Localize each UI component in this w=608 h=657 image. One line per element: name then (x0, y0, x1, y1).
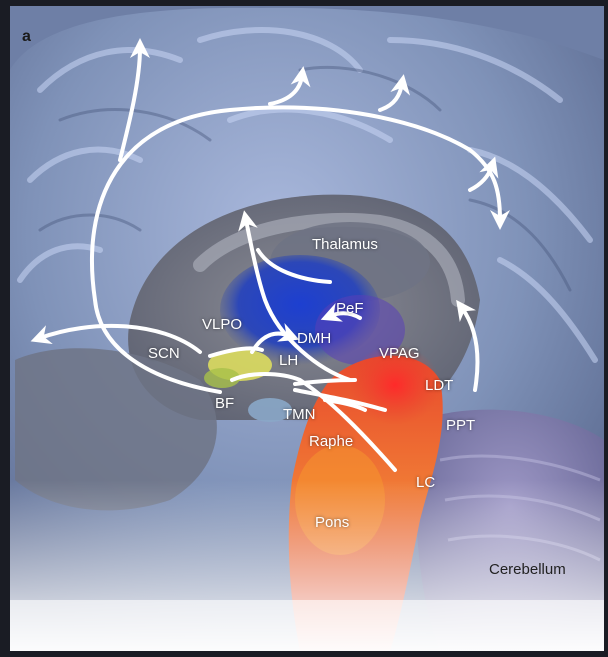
label-pons: Pons (315, 514, 349, 531)
label-lc: LC (416, 474, 435, 491)
panel-label: a (22, 28, 31, 46)
label-raphe: Raphe (309, 433, 353, 450)
label-ldt: LDT (425, 377, 453, 394)
label-ppt: PPT (446, 417, 475, 434)
label-vlpo: VLPO (202, 316, 242, 333)
label-scn: SCN (148, 345, 180, 362)
label-pef: PeF (336, 300, 364, 317)
label-bf: BF (215, 395, 234, 412)
label-tmn: TMN (283, 406, 316, 423)
label-lh: LH (279, 352, 298, 369)
label-cerebellum: Cerebellum (489, 561, 566, 578)
label-vpag: VPAG (379, 345, 420, 362)
label-thalamus: Thalamus (312, 236, 378, 253)
label-dmh: DMH (297, 330, 331, 347)
